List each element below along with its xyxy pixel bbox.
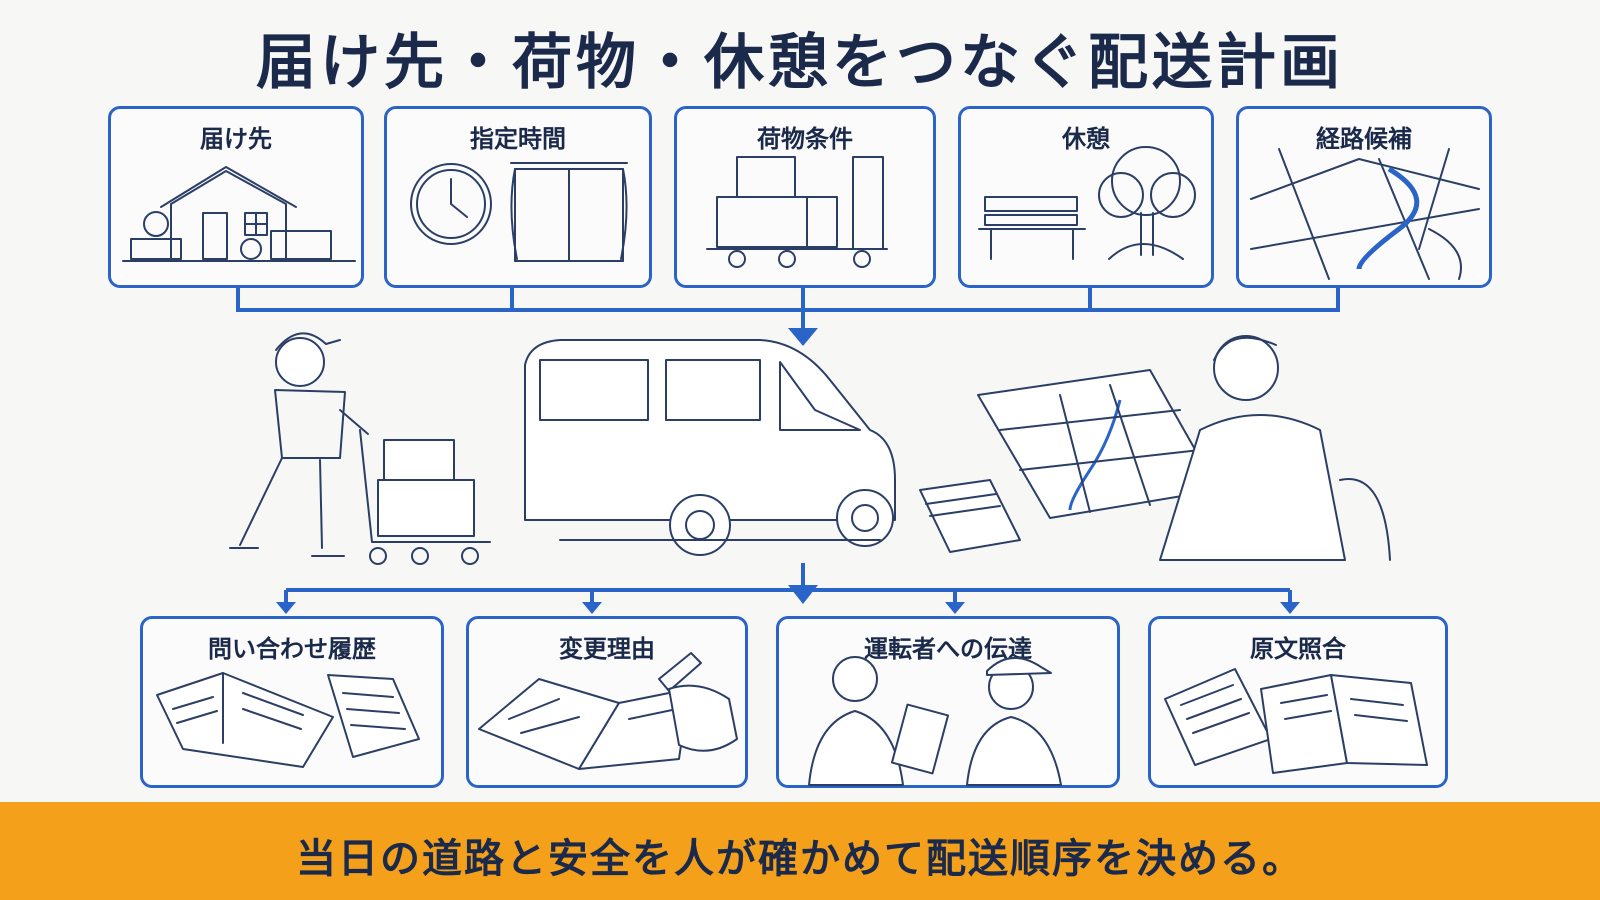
card-label: 問い合わせ履歴 (208, 635, 376, 663)
card-label: 変更理由 (559, 635, 655, 663)
output-card-driver-communication: 運転者への伝達 (776, 616, 1120, 788)
hand-cart-icon (359, 429, 491, 565)
delivery-worker-icon (229, 332, 369, 557)
card-label: 運転者への伝達 (864, 635, 1032, 663)
delivery-van-icon (524, 339, 896, 556)
cargo-cart-icon (706, 156, 888, 268)
input-card-cargo: 荷物条件 (674, 106, 936, 288)
open-book-icon (1164, 668, 1428, 774)
input-card-destination: 届け先 (108, 106, 364, 288)
notebook-pen-icon (478, 652, 738, 770)
briefing-people-icon (808, 656, 1062, 786)
card-label: 休憩 (1062, 125, 1110, 153)
clock-window-icon (410, 162, 628, 262)
down-arrow-top (788, 328, 818, 346)
card-label: 荷物条件 (757, 125, 853, 153)
planner-person-icon (919, 335, 1391, 561)
page-title: 届け先・荷物・休憩をつなぐ配送計画 (256, 28, 1344, 98)
house-icon (122, 166, 356, 262)
down-arrow-bottom-center (788, 585, 818, 604)
footer-text: 当日の道路と安全を人が確かめて配送順序を決める。 (296, 836, 1304, 882)
footer-banner: 当日の道路と安全を人が確かめて配送順序を決める。 (0, 802, 1600, 900)
card-label: 原文照合 (1250, 635, 1346, 663)
input-card-rest: 休憩 (958, 106, 1214, 288)
input-card-routes: 経路候補 (1236, 106, 1492, 288)
output-card-source-check: 原文照合 (1148, 616, 1448, 788)
card-label: 届け先 (200, 125, 272, 153)
bench-tree-icon (978, 146, 1196, 260)
binder-document-icon (156, 672, 420, 768)
card-label: 経路候補 (1316, 125, 1412, 153)
card-label: 指定時間 (470, 125, 566, 153)
input-card-time: 指定時間 (384, 106, 652, 288)
output-card-change-reason: 変更理由 (466, 616, 748, 788)
output-card-inquiry-history: 問い合わせ履歴 (140, 616, 444, 788)
route-map-icon (1250, 148, 1480, 280)
